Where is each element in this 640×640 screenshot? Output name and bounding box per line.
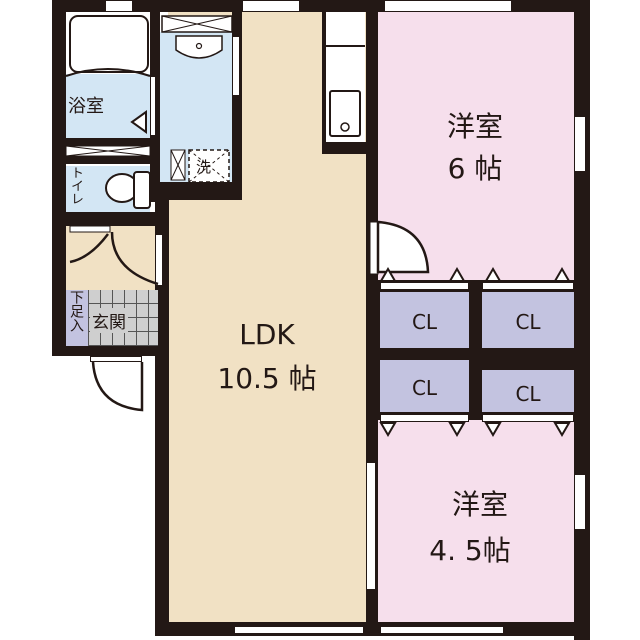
wall-toilet-bottom: [52, 212, 168, 226]
closet-label: CL: [411, 376, 438, 400]
front-door-swing-icon: [91, 361, 144, 412]
ldk-name: LDK: [239, 318, 295, 351]
wall-bath-bottom: [52, 138, 160, 146]
sliding-door-bath: [150, 76, 156, 136]
wall-kitchen-left: [322, 12, 326, 142]
shoe-storage: 下足入: [66, 290, 88, 346]
closet-1: CL: [380, 292, 469, 348]
wall-entrance-bottom: [52, 346, 168, 356]
entrance-door-frame: [90, 356, 142, 362]
closet-3: CL: [380, 360, 469, 412]
western-room-1-floor: [378, 12, 574, 280]
window-room1-top: [384, 0, 512, 12]
wall-wash-bottom: [150, 182, 242, 200]
sliding-door-washroom: [232, 36, 240, 96]
western-room-2-name: 洋室: [451, 488, 508, 521]
closet-door-strip: [482, 282, 574, 290]
toilet-label: トイレ: [68, 166, 83, 205]
entrance-label: 玄関: [90, 308, 128, 333]
window-bath-top: [105, 0, 133, 12]
western-room-1-size: 6 帖: [447, 152, 503, 185]
closet-door-strip: [380, 414, 469, 422]
window-room2-bottom: [380, 626, 504, 634]
bathroom-label: 浴室: [68, 96, 104, 117]
wall-wash-right: [232, 12, 242, 200]
entrance-hall-door-frame: [155, 234, 163, 286]
sliding-door-room2: [366, 462, 376, 590]
closet-door-strip: [380, 282, 469, 290]
closet-label: CL: [515, 310, 541, 334]
shoe-storage-label: 下足入: [68, 290, 84, 332]
wall-right: [574, 0, 590, 640]
closet-label: CL: [515, 382, 541, 406]
wall-kitchen-bottom: [322, 142, 378, 154]
storage-shelf-icon: [65, 145, 151, 157]
wall-left-upper: [52, 0, 66, 356]
western-room-2-size: 4. 5帖: [429, 534, 511, 567]
western-room-1-name: 洋室: [446, 110, 503, 143]
entrance-tile: 玄関: [88, 290, 158, 346]
kitchen-counter: [325, 12, 365, 142]
window-room1-right: [574, 116, 586, 172]
window-ldk-top: [242, 0, 300, 12]
closet-2: CL: [482, 292, 574, 348]
washroom-label: 洗: [196, 158, 212, 176]
wall-entrance-right: [158, 226, 168, 356]
wall-toilet-top: [52, 156, 160, 164]
closet-4: CL: [482, 370, 574, 412]
closet-door-strip: [482, 414, 574, 422]
window-ldk-bottom: [234, 626, 364, 634]
ldk-size: 10.5 帖: [217, 362, 317, 395]
window-room2-right: [574, 474, 586, 530]
western-room-2-floor: [378, 420, 574, 624]
entrance-hall-floor: [66, 226, 158, 290]
closet-label: CL: [411, 310, 438, 334]
